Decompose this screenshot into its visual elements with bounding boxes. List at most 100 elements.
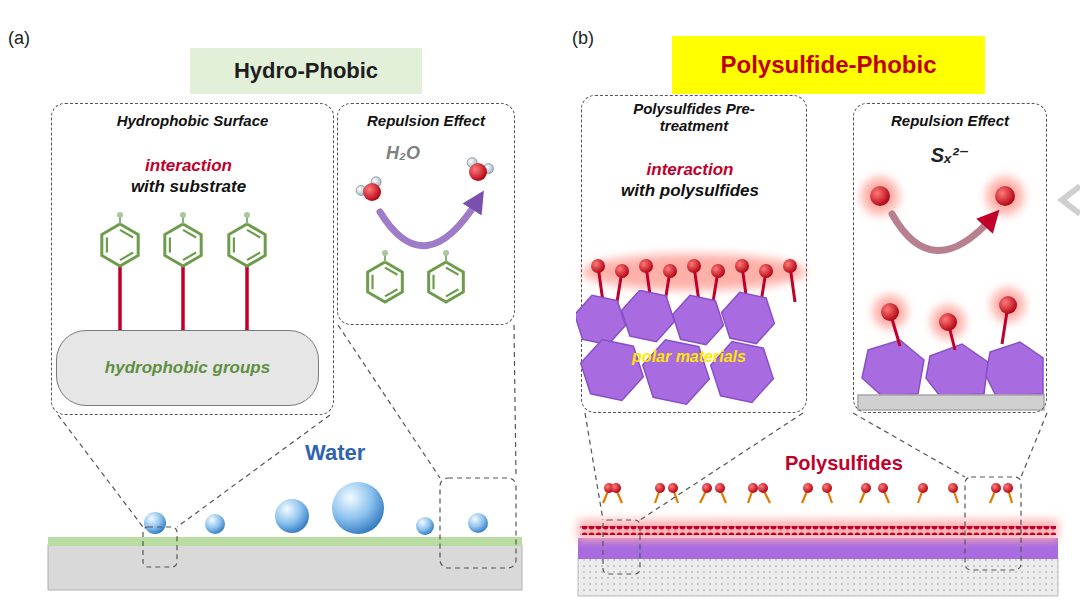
benzene-ring [169, 237, 171, 252]
benzene-ring [165, 224, 201, 266]
zoom-leader [143, 527, 177, 567]
anchor-bond [181, 266, 185, 330]
polysulfide-glow [861, 177, 899, 215]
zoom-leader [440, 478, 516, 568]
polysulfide-molecule [861, 483, 871, 493]
water-droplet [416, 517, 434, 535]
water-droplet [332, 482, 384, 534]
benzene-ring [247, 230, 260, 238]
polysulfide-molecule [948, 483, 958, 493]
zoom-heading: Hydrophobic Surface [68, 103, 318, 137]
polysulfide-molecule [702, 483, 712, 493]
polysulfide-molecule [918, 483, 928, 493]
substrate-b [578, 558, 1058, 596]
polar-particle [576, 295, 625, 344]
anchored-polysulfide [591, 259, 605, 273]
water-droplet [275, 499, 309, 533]
substrate-a [48, 537, 522, 546]
benzene-ring [247, 253, 260, 261]
benzene-ring [102, 224, 138, 266]
benzene-ring [371, 275, 373, 289]
anchored-polysulfide [615, 264, 629, 278]
benzene-ring [182, 217, 184, 224]
benzene-ring [244, 212, 250, 218]
zoom-frame [337, 103, 515, 325]
water-molecule [467, 158, 493, 181]
zoom-heading: Polysulfides Pre-treatment [614, 95, 774, 139]
benzene-ring [229, 212, 265, 330]
water-droplet [144, 482, 488, 535]
substrate-b [580, 526, 1056, 535]
polysulfide-glow [873, 295, 907, 329]
polar-particle [926, 344, 988, 396]
benzene-ring [432, 275, 434, 289]
polar-particle [858, 340, 1044, 410]
polar-particle [673, 295, 724, 344]
benzene-ring [120, 253, 133, 261]
panel-title-text: Polysulfide-Phobic [720, 51, 936, 79]
substrate-b [578, 520, 1058, 596]
zoom-leader [640, 413, 803, 520]
polysulfide-glow [861, 177, 1025, 339]
benzene-ring [246, 217, 248, 224]
substrate-layer: hydrophobic groups [56, 330, 319, 406]
anchored-polysulfide [783, 259, 797, 273]
zoom-leader [603, 520, 640, 574]
layer-label: hydrophobic groups [105, 358, 270, 378]
polysulfide-molecule [803, 483, 813, 493]
polysulfide-molecule [870, 186, 890, 206]
note-rest: with substrate [51, 176, 326, 197]
zoom-leader [514, 325, 516, 478]
polysulfide-molecule [748, 483, 758, 493]
benzene-ring [165, 212, 201, 330]
polar-particle [986, 342, 1043, 396]
anchored-polysulfide [711, 264, 725, 278]
polysulfide-molecule [878, 483, 888, 493]
substrate-b [578, 538, 1058, 559]
page-arrow [1062, 186, 1080, 214]
polar-particle [858, 395, 1044, 410]
zoom-heading: Repulsion Effect [860, 103, 1040, 137]
zoom-box: Repulsion EffectSₓ²⁻ [853, 103, 1047, 413]
water-molecule [469, 163, 487, 181]
zoom-leader [177, 415, 330, 527]
polysulfide-molecule [715, 483, 725, 493]
water-molecule [363, 183, 381, 201]
zoom-heading: Repulsion Effect [341, 103, 511, 137]
benzene-ring [119, 217, 121, 224]
benzene-ring [229, 224, 265, 266]
benzene-ring [117, 212, 123, 218]
zoom-leader [58, 415, 143, 527]
polysulfide-molecule [991, 483, 1001, 493]
anchor-bond [118, 266, 122, 330]
anchored-polysulfide [735, 259, 749, 273]
zoom-box: hydrophobic groups Hydrophobic Surface int… [51, 103, 334, 415]
benzene-ring [368, 262, 403, 302]
polar-particle [622, 290, 675, 341]
zoom-note: interaction with substrate [51, 155, 326, 197]
benzene-ring [429, 250, 464, 302]
water-droplet [205, 514, 225, 534]
zoom-note: interaction with polysulfides [581, 159, 799, 201]
repulsion-arrow [380, 200, 478, 246]
note-rest: with polysulfides [581, 180, 799, 201]
anchored-polysulfide [639, 259, 653, 273]
polysulfide-molecule [881, 303, 899, 321]
benzene-ring [382, 250, 388, 256]
benzene-ring [446, 268, 458, 275]
region-label: Water [305, 440, 365, 466]
benzene-ring [446, 289, 458, 296]
benzene-ring [233, 237, 235, 252]
zoom-leader [585, 413, 603, 520]
water-molecule [356, 177, 381, 201]
anchor-bond [245, 266, 249, 330]
panel-letter: (a) [8, 28, 30, 49]
highlight-word: interaction [51, 155, 326, 176]
polysulfide-molecule [758, 483, 768, 493]
repulsion-arrow [892, 214, 992, 251]
polysulfide-molecule [1003, 483, 1013, 493]
polysulfide-molecule [995, 186, 1015, 206]
polysulfide-molecule [870, 186, 1017, 350]
material-label: polar materials [576, 348, 802, 366]
